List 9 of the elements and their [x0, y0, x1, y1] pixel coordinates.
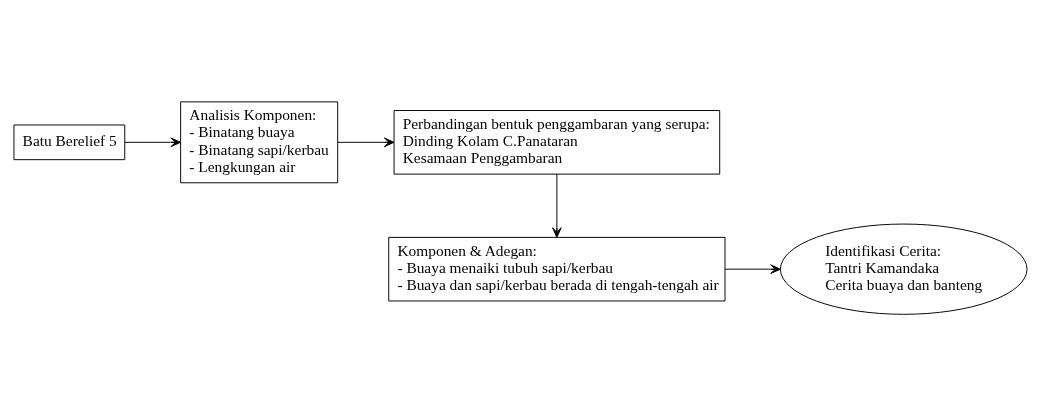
- node-box: Batu Berelief 5: [13, 124, 126, 160]
- arrow: [724, 263, 781, 274]
- node-box: Perbandingan bentuk penggambaran yang serupa: Dinding Kolam C.Panataran Kesamaan Penggambaran: [393, 109, 721, 175]
- arrow: [552, 173, 562, 238]
- node-ellipse: Identifikasi Cerita: Tantri Kamandaka Cerita buaya dan banteng: [779, 223, 1028, 315]
- node-box: Analisis Komponen: - Binatang buaya - Binatang sapi/kerbau - Lengkungan air: [180, 100, 339, 183]
- arrow: [124, 137, 181, 147]
- node-box: Komponen & Adegan: - Buaya menaiki tubuh sapi/kerbau - Buaya dan sapi/kerbau berada di tengah-tengah air: [388, 236, 726, 301]
- arrow: [337, 137, 395, 147]
